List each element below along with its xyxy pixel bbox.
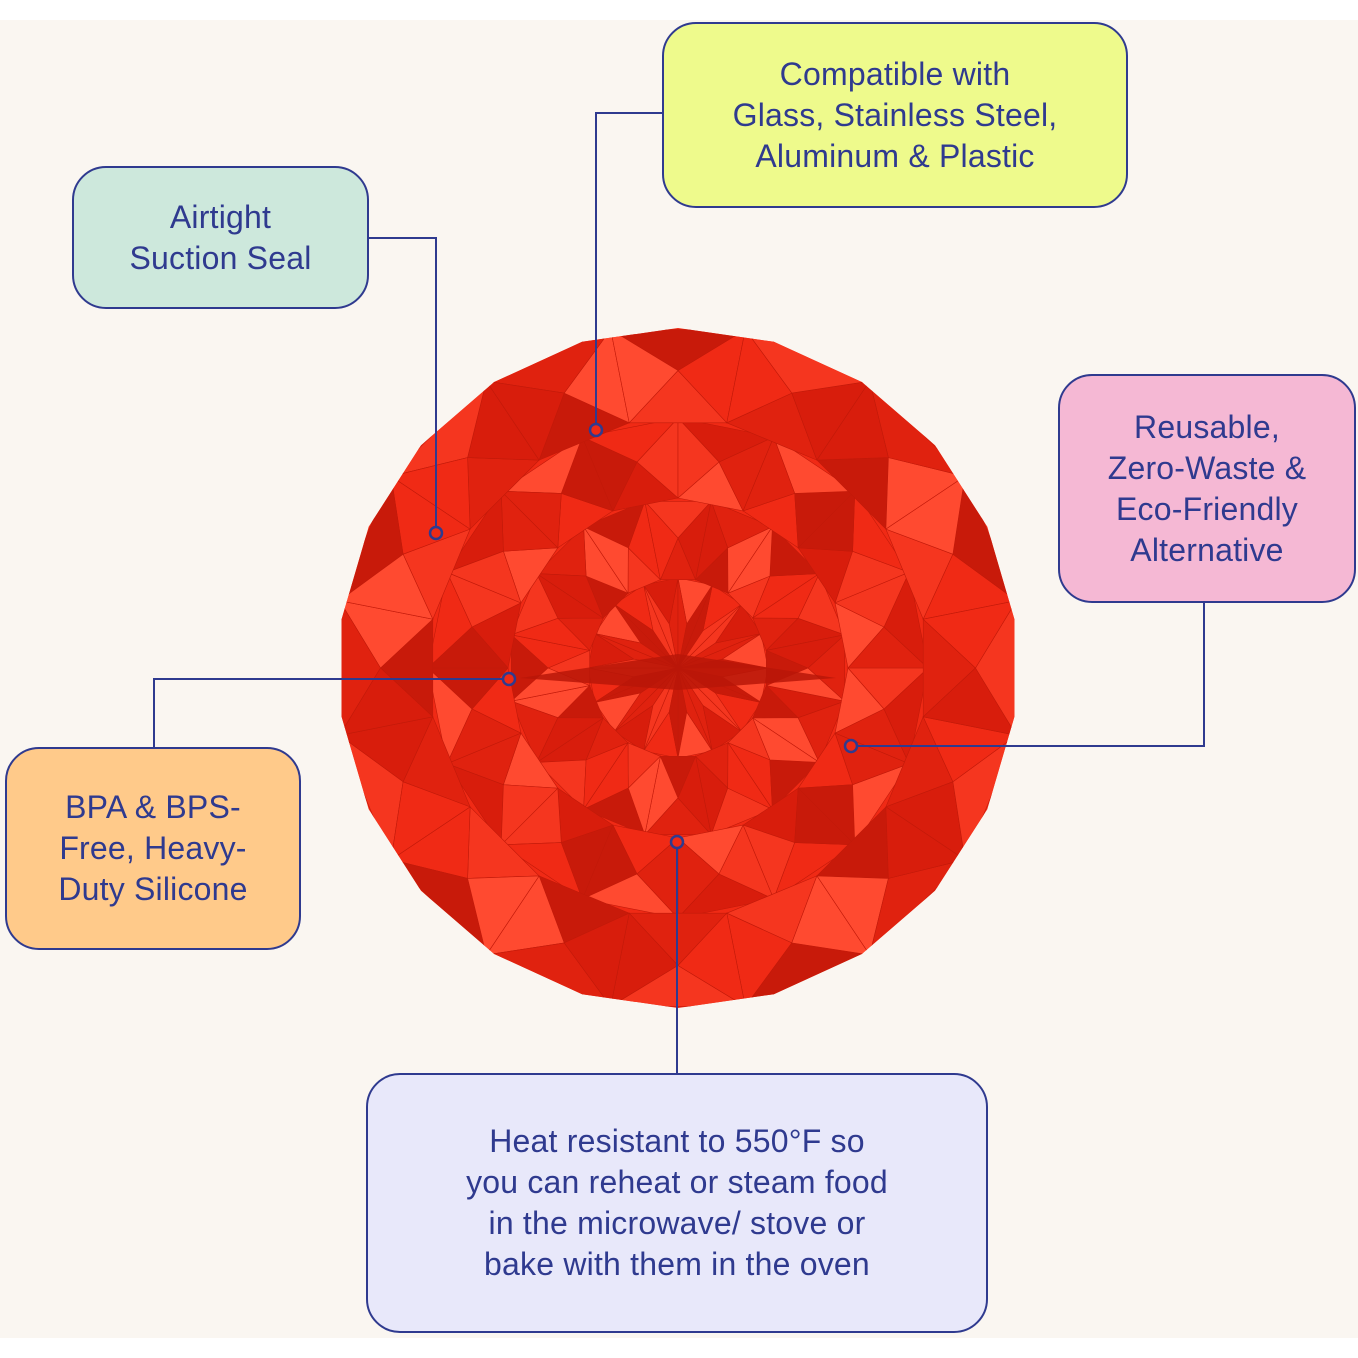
callout-compatibility-text: Compatible with Glass, Stainless Steel, … xyxy=(732,55,1058,174)
connector-reusable xyxy=(851,603,1205,747)
connector-suction xyxy=(369,237,437,533)
lid-facet xyxy=(644,500,679,581)
lid-facet xyxy=(797,490,856,552)
lid-facet xyxy=(752,717,821,763)
lid-facet xyxy=(627,755,661,836)
dot-compat xyxy=(588,422,604,438)
lid-facet xyxy=(390,781,471,861)
lid-facet xyxy=(581,436,638,512)
lid-facet xyxy=(794,787,856,846)
lid-facet xyxy=(885,475,966,555)
lid-facet xyxy=(341,667,434,736)
lid-facet xyxy=(560,824,614,900)
callout-reusable: Reusable, Zero-Waste & Eco-Friendly Alte… xyxy=(1058,374,1356,603)
connector-compat xyxy=(595,112,662,430)
connector-lines xyxy=(153,112,1205,1073)
lid-facet xyxy=(446,708,522,765)
lid-facet xyxy=(610,328,679,424)
lid-facet xyxy=(742,436,796,512)
lid-facet xyxy=(677,755,712,836)
lid-facet xyxy=(467,875,540,956)
lid-facet xyxy=(500,490,562,549)
lid-facet xyxy=(765,634,846,669)
lid-facet xyxy=(485,380,565,461)
callout-suction-seal-text: Airtight Suction Seal xyxy=(129,198,312,276)
lid-facet xyxy=(677,584,713,669)
lid-facet xyxy=(727,741,774,811)
lid-facet xyxy=(535,573,604,619)
lid-facet xyxy=(643,584,679,669)
dot-heat xyxy=(669,834,685,850)
lid-facet xyxy=(718,824,775,900)
callout-suction-seal: Airtight Suction Seal xyxy=(72,166,369,309)
dot-suction xyxy=(428,525,444,541)
lid-facet xyxy=(727,525,773,594)
dot-reusable xyxy=(843,738,859,754)
connector-bpa xyxy=(153,678,509,747)
lid-facet xyxy=(726,328,793,424)
lid-facet xyxy=(922,600,1015,669)
lid-facet xyxy=(668,667,679,759)
lid-facet xyxy=(834,571,910,628)
lid-facet xyxy=(500,784,559,846)
lid-facet xyxy=(677,604,742,669)
callout-compatibility: Compatible with Glass, Stainless Steel, … xyxy=(662,22,1128,208)
lid-facet xyxy=(390,457,471,530)
connector-dots xyxy=(428,422,859,850)
lid-facet xyxy=(582,525,629,595)
lid-facet xyxy=(341,553,434,620)
silicone-lid xyxy=(341,328,1015,1008)
lid-facet xyxy=(583,742,629,811)
lid-center-ridge xyxy=(520,654,836,690)
lid-facet xyxy=(563,912,630,1008)
lid-facet xyxy=(594,633,679,669)
lid-facet xyxy=(751,572,821,619)
lid-facet xyxy=(677,417,720,499)
dot-bpa xyxy=(501,671,517,687)
callout-heat-resistant-text: Heat resistant to 550°F so you can rehea… xyxy=(466,1123,888,1282)
lid-facet xyxy=(885,806,966,879)
callout-bpa-free: BPA & BPS- Free, Heavy- Duty Silicone xyxy=(5,747,301,950)
lid-facet xyxy=(677,912,746,1008)
lid-facet xyxy=(446,550,522,604)
lid-facet xyxy=(614,604,679,669)
lid-facet xyxy=(535,717,605,764)
callout-heat-resistant: Heat resistant to 550°F so you can rehea… xyxy=(366,1073,988,1333)
lid-facet xyxy=(695,500,729,581)
lid-facet xyxy=(816,380,889,461)
callout-reusable-text: Reusable, Zero-Waste & Eco-Friendly Alte… xyxy=(1107,408,1307,568)
lid-facet xyxy=(677,577,688,669)
lid-facet xyxy=(427,626,509,669)
lid-facet xyxy=(510,617,591,651)
lid-facet xyxy=(791,875,871,956)
callout-bpa-free-text: BPA & BPS- Free, Heavy- Duty Silicone xyxy=(58,789,248,907)
